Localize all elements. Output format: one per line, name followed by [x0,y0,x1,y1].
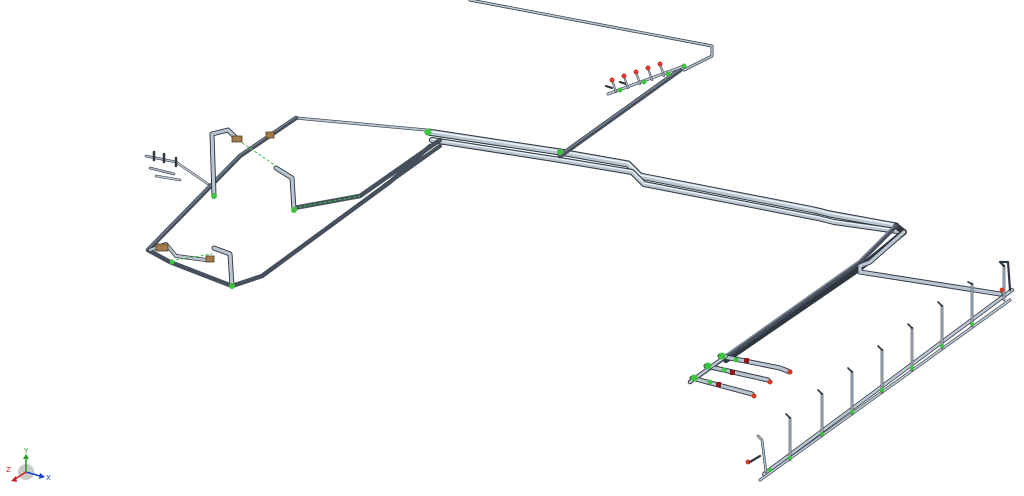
axis-triad-icon: X Y Z [6,447,51,482]
equipment-pump-lower[interactable] [155,243,215,263]
left-supports [169,128,563,289]
top-return-pipe[interactable] [468,0,714,72]
top-manifold[interactable] [605,61,687,96]
lower-right-risers[interactable] [745,260,1012,474]
support-links [175,139,361,261]
main-header-pipe[interactable] [424,128,907,235]
lower-right-header[interactable] [758,288,1014,482]
upper-branch-pipe[interactable] [557,67,683,159]
right-feed-pipe[interactable] [687,223,1003,385]
y-axis-label: Y [23,447,29,455]
equipment-pump-upper[interactable] [231,131,275,143]
left-loop-pipes[interactable] [144,115,443,289]
x-axis-line [25,471,41,477]
z-axis-label: Z [6,466,11,474]
x-axis-label: X [46,474,51,482]
lower-left-manifold[interactable] [688,352,793,399]
z-axis-line [14,471,27,480]
